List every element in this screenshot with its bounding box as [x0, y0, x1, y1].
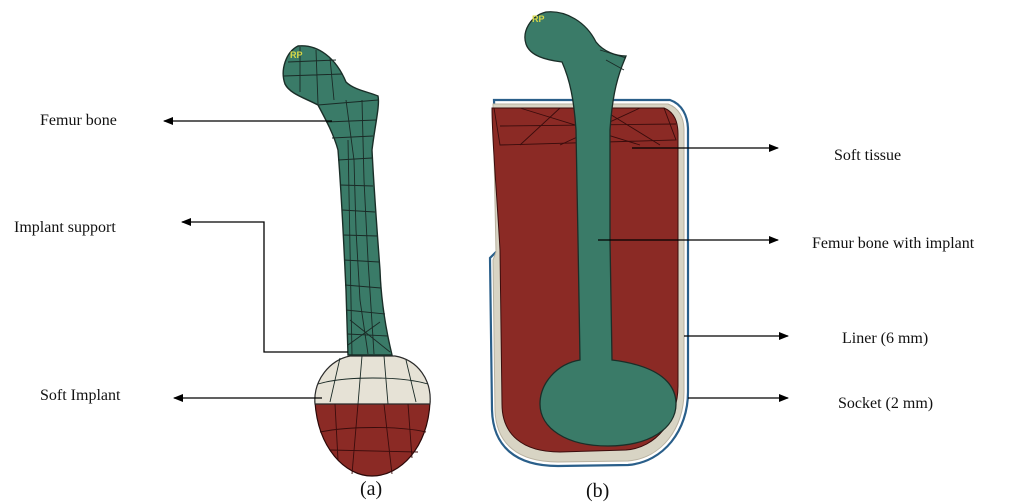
femur-model-a: RP [283, 46, 430, 476]
caption-a: (a) [360, 478, 382, 500]
arrow-implant-support [182, 222, 348, 352]
soft-implant-white-part [315, 356, 430, 404]
label-soft-tissue: Soft tissue [834, 147, 901, 164]
label-soft-implant: Soft Implant [40, 387, 121, 404]
label-implant-support: Implant support [14, 219, 116, 236]
label-femur-bone: Femur bone [40, 112, 117, 129]
soft-implant-red-part [315, 402, 430, 476]
reference-point-label-b: RP [532, 14, 545, 24]
femur-model-b: RP [490, 12, 688, 466]
leader-lines [164, 121, 788, 398]
label-femur-bone-with-implant: Femur bone with implant [812, 235, 975, 252]
label-liner: Liner (6 mm) [842, 330, 928, 347]
caption-b: (b) [586, 480, 609, 502]
label-socket: Socket (2 mm) [838, 395, 933, 412]
reference-point-label-a: RP [290, 50, 303, 60]
femur-bone-a [283, 46, 392, 355]
